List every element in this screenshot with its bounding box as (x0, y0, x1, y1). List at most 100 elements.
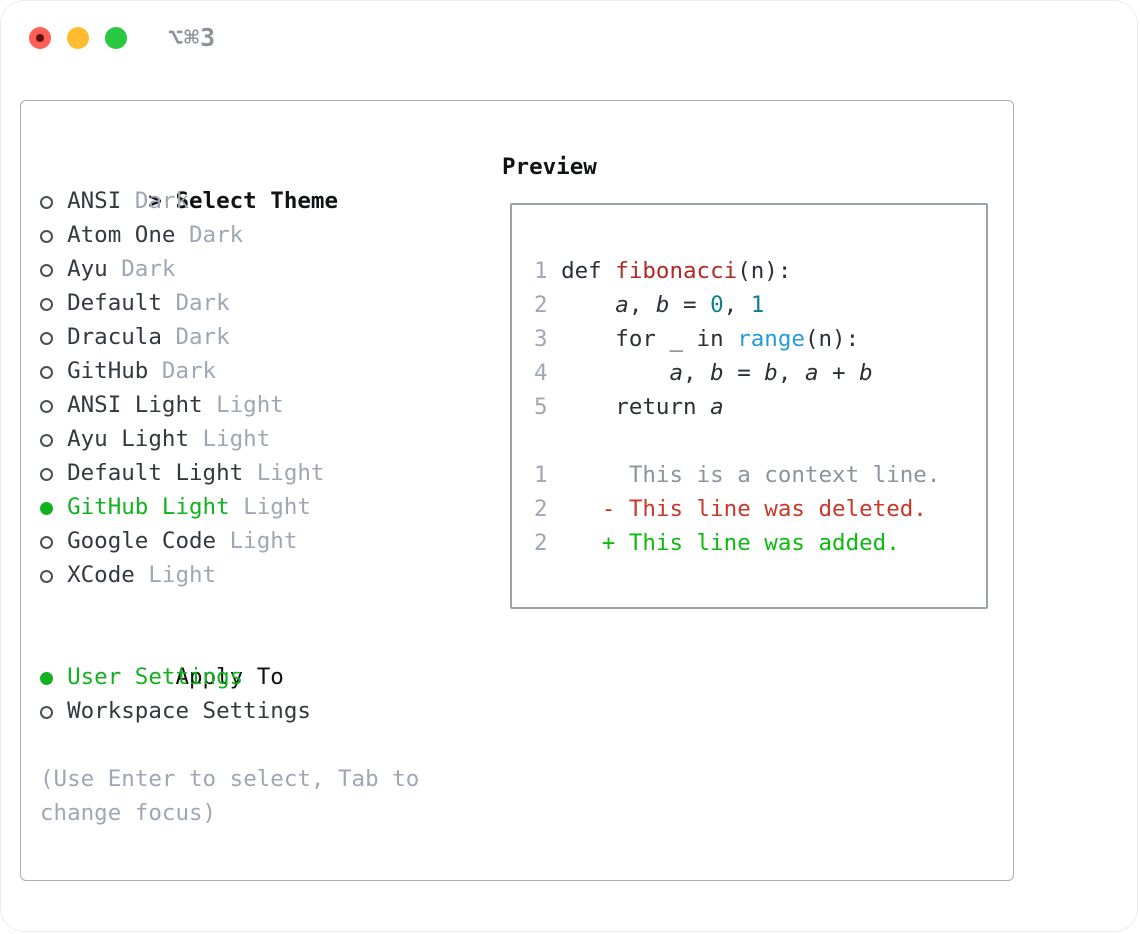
code-line (534, 424, 940, 458)
radio-icon (40, 320, 67, 354)
theme-name: ANSI Light (67, 392, 203, 418)
code-line: 2 a, b = 0, 1 (534, 288, 940, 322)
radio-icon (40, 218, 67, 252)
radio-icon (40, 286, 67, 320)
code-segment: b (710, 360, 724, 386)
minimize-button[interactable] (67, 27, 89, 49)
code-line: 1 This is a context line. (534, 458, 940, 492)
code-segment: a (804, 360, 819, 386)
radio-icon (40, 558, 67, 592)
theme-name: Default Light (67, 460, 244, 486)
theme-option[interactable]: ANSI Dark (40, 184, 419, 218)
theme-name: XCode (67, 562, 135, 588)
code-segment: , (723, 292, 751, 318)
close-button[interactable] (29, 27, 51, 49)
select-theme-title: Select Theme (175, 188, 339, 214)
theme-option[interactable]: GitHub Light Light (40, 490, 419, 524)
theme-variant: Light (202, 426, 271, 452)
theme-option[interactable]: Default Dark (40, 286, 419, 320)
theme-name: Dracula (67, 324, 162, 350)
apply-to-option[interactable]: User Settings (40, 660, 419, 694)
radio-icon (40, 524, 67, 558)
close-dot-icon (36, 34, 44, 42)
code-segment: , (777, 360, 805, 386)
theme-variant: Dark (175, 290, 230, 316)
code-segment: This is a context line. (561, 462, 941, 488)
theme-name: Ayu Light (67, 426, 189, 452)
code-segment: a (669, 360, 684, 386)
theme-name: GitHub (67, 358, 149, 384)
apply-to-label: User Settings (67, 664, 244, 690)
theme-variant: Light (216, 392, 284, 418)
code-segment (561, 292, 615, 318)
radio-icon (40, 694, 67, 728)
theme-option[interactable]: Ayu Light Light (40, 422, 419, 456)
code-segment: , (628, 292, 656, 318)
radio-icon (40, 388, 67, 422)
theme-variant: Dark (161, 358, 217, 384)
apply-to-header: Apply To (40, 626, 419, 690)
maximize-button[interactable] (105, 27, 127, 49)
code-segment: + (818, 360, 860, 386)
radio-icon (40, 184, 67, 218)
code-line: 1 def fibonacci(n): (534, 254, 940, 288)
code-segment: = (723, 360, 765, 386)
theme-variant: Dark (121, 256, 176, 282)
theme-variant: Dark (134, 188, 189, 214)
code-line: 3 for _ in range(n): (534, 322, 940, 356)
theme-option[interactable]: GitHub Dark (40, 354, 419, 388)
code-segment: - This line was deleted. (561, 496, 927, 522)
code-segment: + This line was added. (561, 530, 900, 556)
theme-name: GitHub Light (67, 494, 230, 520)
code-segment: a (615, 292, 629, 318)
theme-option[interactable]: Ayu Dark (40, 252, 419, 286)
radio-icon (40, 252, 67, 286)
code-segment: , (683, 360, 711, 386)
radio-selected-icon (40, 660, 67, 694)
line-number: 1 (534, 462, 562, 488)
code-line: 2 + This line was added. (534, 526, 940, 560)
theme-variant: Light (243, 494, 311, 520)
code-segment (561, 360, 669, 386)
code-segment: b (655, 292, 670, 318)
window-title: ⌥⌘3 (168, 23, 217, 52)
line-number: 5 (534, 394, 562, 420)
theme-option[interactable]: ANSI Light Light (40, 388, 419, 422)
radio-selected-icon (40, 490, 67, 524)
theme-option[interactable]: Google Code Light (40, 524, 419, 558)
hint-line: (Use Enter to select, Tab to (40, 766, 420, 792)
theme-option[interactable]: XCode Light (40, 558, 419, 592)
hint-line: change focus) (40, 800, 217, 826)
theme-name: Ayu (67, 256, 108, 282)
line-number: 2 (534, 496, 562, 522)
theme-option[interactable]: Atom One Dark (40, 218, 419, 252)
code-segment: fibonacci (615, 258, 738, 284)
code-line: 2 - This line was deleted. (534, 492, 940, 526)
spacer (40, 728, 419, 762)
apply-to-option[interactable]: Workspace Settings (40, 694, 419, 728)
code-segment: (n): (804, 326, 860, 352)
code-line: 4 a, b = b, a + b (534, 356, 940, 390)
select-theme-header: > Select Theme (40, 150, 419, 214)
radio-icon (40, 422, 67, 456)
theme-name: Atom One (67, 222, 176, 248)
titlebar: ⌥⌘3 (1, 1, 1137, 75)
line-number: 2 (534, 292, 562, 318)
code-segment: for _ in (561, 326, 738, 352)
apply-to-title: Apply To (175, 664, 284, 690)
radio-icon (40, 354, 67, 388)
theme-option[interactable]: Dracula Dark (40, 320, 419, 354)
theme-variant: Light (256, 460, 325, 486)
theme-option[interactable]: Default Light Light (40, 456, 419, 490)
prompt-caret-icon: > (148, 188, 162, 214)
line-number: 1 (534, 258, 562, 284)
line-number: 4 (534, 360, 562, 386)
code-segment: return (561, 394, 711, 420)
theme-name: Google Code (67, 528, 217, 554)
theme-name: Default (67, 290, 162, 316)
apply-to-label: Workspace Settings (67, 698, 311, 724)
